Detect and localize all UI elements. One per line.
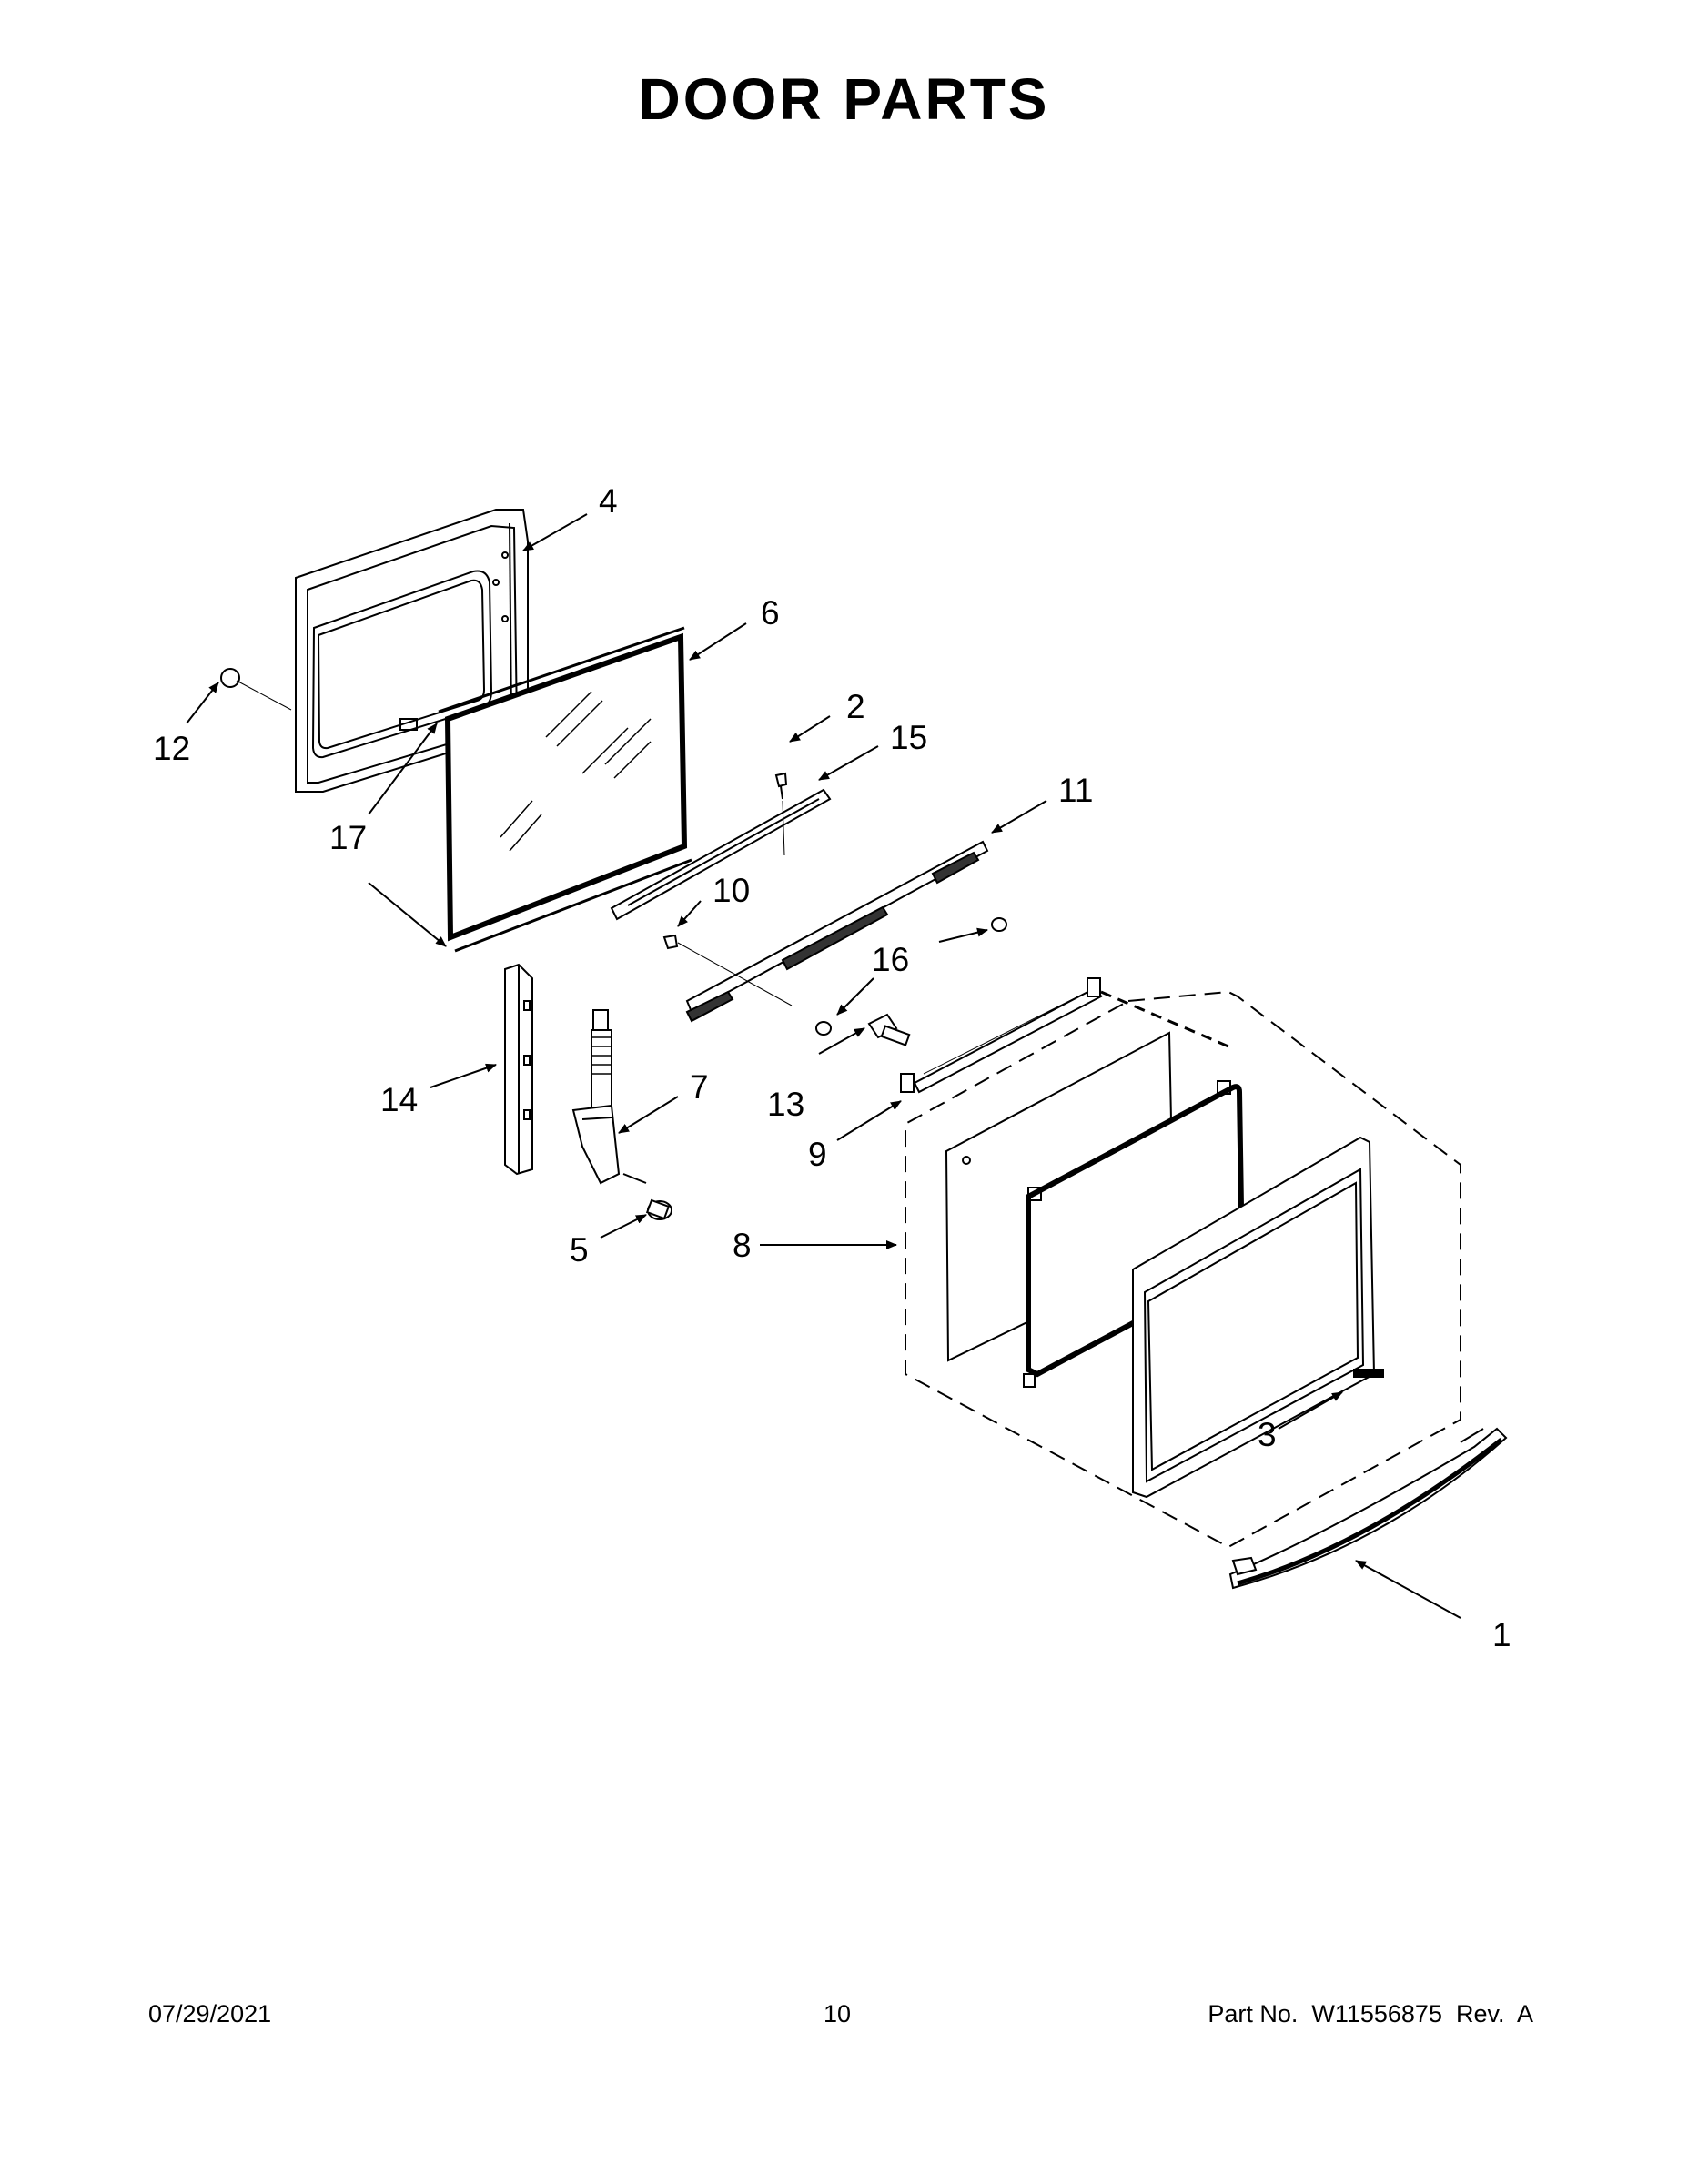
- callout-15: 15: [890, 719, 928, 756]
- clip-16: [815, 917, 1007, 1036]
- callout-14: 14: [380, 1081, 419, 1118]
- assembly-8-outline: [905, 990, 1461, 1549]
- callout-10: 10: [713, 872, 751, 909]
- assembly-8-dashed-link: [1100, 990, 1229, 1048]
- leader-arrow-15: [818, 745, 879, 781]
- leader-arrow-11: [991, 800, 1047, 834]
- side-channel: [504, 963, 533, 1176]
- callout-1: 1: [1492, 1616, 1511, 1653]
- callout-11: 11: [1058, 772, 1094, 809]
- leader-arrow-12: [186, 682, 219, 724]
- callout-17: 17: [329, 819, 368, 856]
- leader-arrow-14: [430, 1063, 497, 1088]
- outer-door-frame: [1132, 1136, 1384, 1499]
- footer-page-number: 10: [824, 2000, 852, 2027]
- leader-arrow-5: [600, 1214, 647, 1239]
- callout-5: 5: [570, 1231, 589, 1269]
- callout-16: 16: [872, 941, 910, 978]
- page-title: DOOR PARTS: [638, 66, 1050, 132]
- leader-arrow-7: [618, 1096, 679, 1134]
- leader-arrow-3: [1278, 1391, 1343, 1430]
- footer-date: 07/29/2021: [148, 2000, 272, 2027]
- leader-arrow-1: [1355, 1560, 1461, 1619]
- callout-2: 2: [846, 688, 865, 725]
- callout-3: 3: [1258, 1416, 1277, 1453]
- callout-7: 7: [690, 1068, 709, 1106]
- footer-part-number: Part No. W11556875 Rev. A: [1208, 2000, 1533, 2027]
- door-hinge: [571, 1009, 647, 1185]
- leader-arrow-9: [836, 1100, 902, 1141]
- screw-10: [662, 934, 793, 1006]
- screw-13: [867, 1013, 911, 1046]
- leader-arrow-17b: [368, 882, 447, 947]
- leader-arrow-16b: [836, 977, 874, 1016]
- door-handle: [1228, 1427, 1508, 1590]
- screw-5: [645, 1198, 672, 1220]
- screw-2: [774, 772, 788, 856]
- leader-arrow-17a: [368, 723, 438, 815]
- channel-strip: [610, 788, 832, 921]
- leader-arrow-6: [689, 622, 747, 661]
- leader-arrow-16a: [938, 927, 988, 943]
- screw-12: [220, 668, 292, 711]
- door-glass: [438, 626, 692, 953]
- vent-bracket: [900, 977, 1103, 1094]
- leader-arrow-4: [522, 513, 588, 551]
- vent-channel: [685, 840, 989, 1023]
- callout-13: 13: [767, 1086, 805, 1123]
- leader-arrow-10: [677, 900, 702, 927]
- callout-8: 8: [733, 1227, 752, 1264]
- callout-4: 4: [599, 482, 618, 520]
- callout-12: 12: [153, 730, 191, 767]
- leader-arrow-13: [818, 1027, 865, 1055]
- leader-arrow-2: [789, 715, 831, 743]
- callout-6: 6: [761, 594, 780, 632]
- callout-9: 9: [808, 1136, 827, 1173]
